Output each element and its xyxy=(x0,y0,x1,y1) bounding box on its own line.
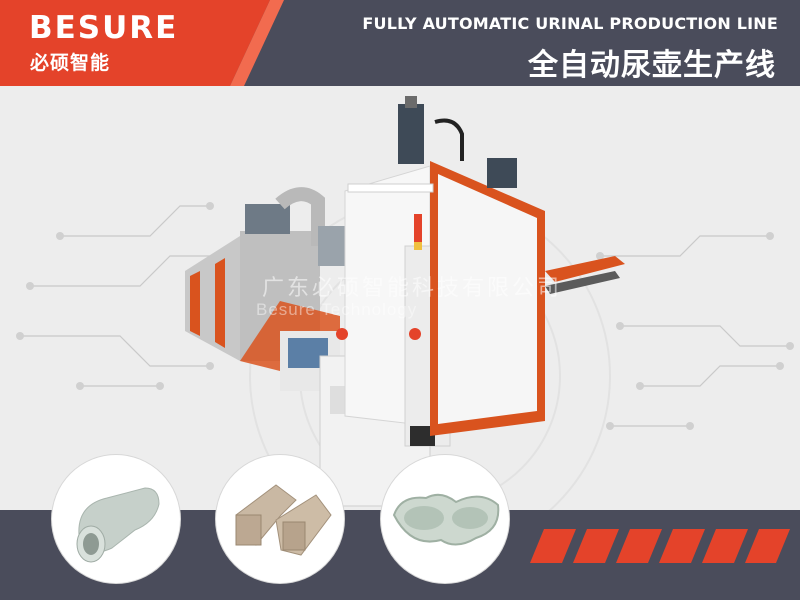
page-title-en: FULLY AUTOMATIC URINAL PRODUCTION LINE xyxy=(362,14,778,33)
logo-panel-shape xyxy=(0,0,284,86)
company-watermark-cn: 广东必硕智能科技有限公司 xyxy=(262,275,563,300)
product-circle-molds xyxy=(216,455,344,583)
production-line-machine xyxy=(185,96,625,507)
product-circle-tray xyxy=(381,455,509,583)
logo-text: BESURE xyxy=(29,10,179,46)
product-circle-elbow xyxy=(52,455,180,583)
logo-subtitle: 必硕智能 xyxy=(30,53,111,74)
pulp-tray-icon xyxy=(392,493,500,546)
header-band: BESURE 必硕智能 FULLY AUTOMATIC URINAL PRODU… xyxy=(0,0,800,86)
decorative-stripes xyxy=(530,529,790,563)
elbow-urinal-icon xyxy=(76,487,160,563)
logo-panel: BESURE 必硕智能 xyxy=(0,0,290,86)
paper-molds-icon xyxy=(235,484,332,556)
page-title-cn: 全自动尿壶生产线 xyxy=(528,49,776,82)
company-watermark-en: Besure Technology xyxy=(256,300,418,319)
